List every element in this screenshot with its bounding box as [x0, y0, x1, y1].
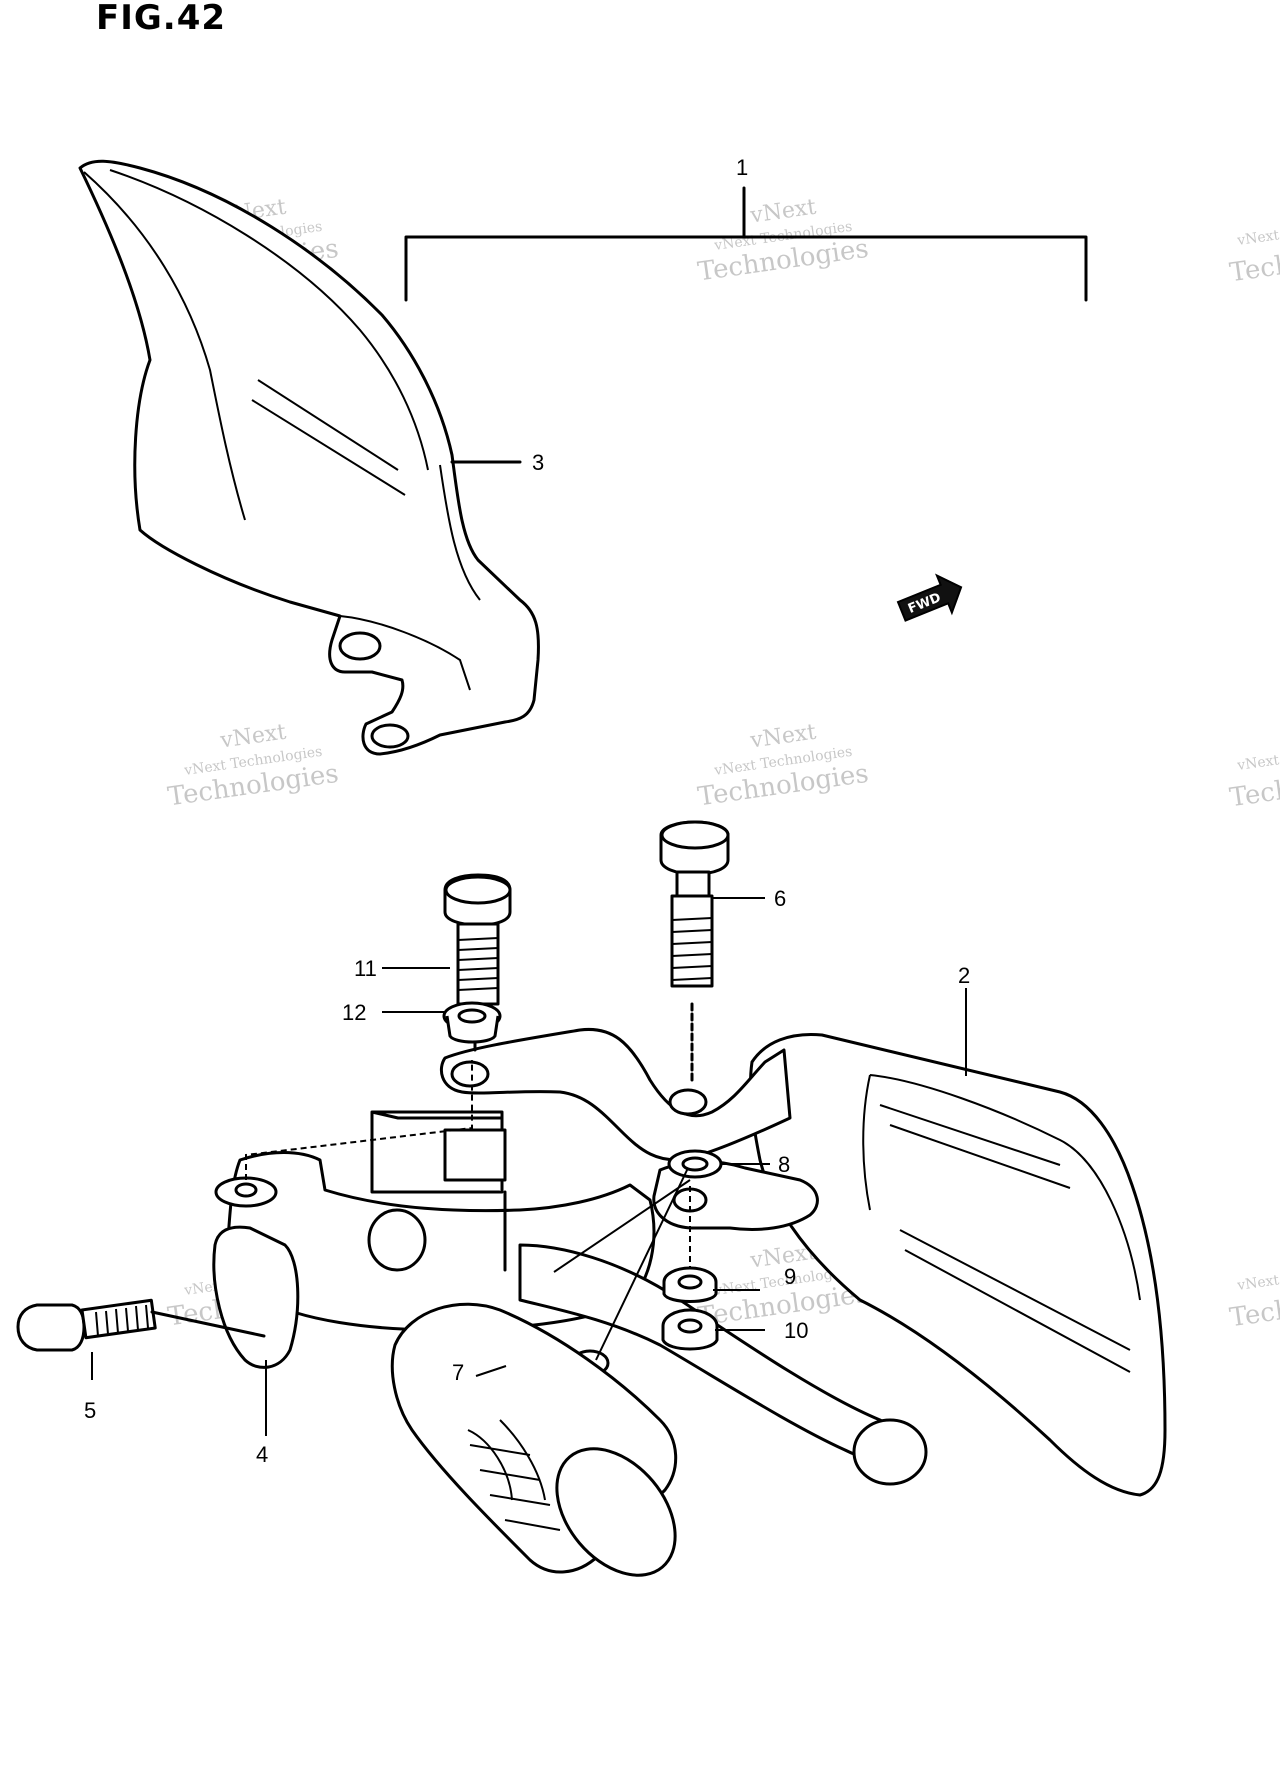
callout-9: 9 — [784, 1264, 796, 1289]
svg-text:vNext Technologies: vNext Technologies — [1235, 1259, 1280, 1294]
assembly-bracket — [404, 186, 1088, 302]
watermark: vNext vNext Technologies Technologies — [166, 720, 341, 813]
washer-8 — [667, 1149, 723, 1179]
callout-11: 11 — [354, 956, 377, 981]
callout-3: 3 — [532, 450, 544, 475]
callout-8: 8 — [778, 1152, 790, 1177]
bolt-11 — [443, 873, 512, 1052]
control-lever — [518, 1243, 928, 1486]
callout-12: 12 — [342, 1000, 366, 1025]
watermark: vNext Technologies Technologies — [1228, 214, 1280, 289]
lever-holder — [212, 1110, 656, 1377]
svg-text:vNext Technologies: vNext Technologies — [1235, 214, 1280, 249]
figure-title: FIG.42 — [96, 0, 227, 38]
callout-6: 6 — [774, 886, 786, 911]
callout-1: 1 — [736, 155, 748, 180]
assembly-guide-lines — [245, 1060, 691, 1361]
handlebar-grip — [390, 1302, 678, 1577]
svg-text:vNext Technologies: vNext Technologies — [1235, 739, 1280, 774]
callout-4: 4 — [256, 1442, 268, 1467]
right-hand-guard — [748, 1032, 1167, 1497]
svg-text:vNext: vNext — [218, 720, 288, 754]
left-hand-guard — [78, 159, 540, 756]
bolt-6 — [659, 820, 730, 1082]
watermark: vNext Technologies Technologies — [1228, 739, 1280, 814]
svg-text:vNext: vNext — [748, 195, 818, 229]
forward-arrow-icon: FWD — [896, 573, 963, 622]
callout-2: 2 — [958, 963, 970, 988]
nut-10 — [661, 1308, 719, 1351]
callout-leaders — [91, 461, 967, 1436]
nut-9 — [662, 1266, 718, 1303]
collar-12 — [442, 1001, 502, 1044]
bolt-5 — [16, 1298, 266, 1352]
svg-text:vNext: vNext — [748, 720, 818, 754]
callout-labels: 1 2 3 4 5 6 7 8 9 10 11 12 — [84, 155, 970, 1467]
callout-10: 10 — [784, 1318, 808, 1343]
callout-7: 7 — [452, 1360, 464, 1385]
watermark: vNext Technologies Technologies — [1228, 1259, 1280, 1334]
watermark: vNext vNext Technologies Technologies — [696, 720, 871, 813]
callout-5: 5 — [84, 1398, 96, 1423]
